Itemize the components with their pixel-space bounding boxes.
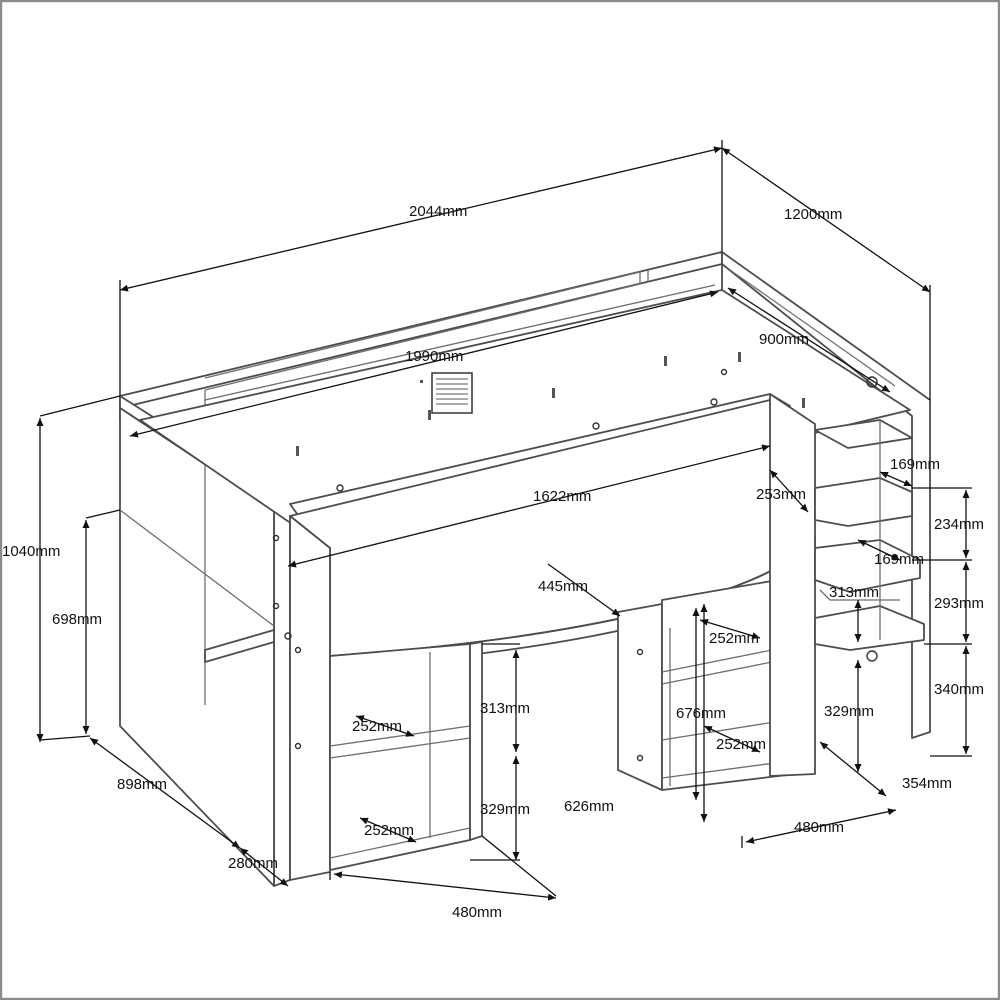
label-right-unit-inner-height: 676mm	[676, 705, 726, 722]
label-stair-shelf-lower: 329mm	[824, 703, 874, 720]
label-mattress-width: 900mm	[759, 331, 809, 348]
dim-line-left-shelf-lower-width	[359, 817, 417, 843]
dim-line-stair-step-depth-mid	[857, 539, 901, 561]
middle-desk-leg	[617, 603, 663, 791]
stair-step-4	[814, 605, 925, 651]
label-left-shelf-upper-width: 252mm	[352, 718, 402, 735]
stair-step-top	[814, 419, 913, 449]
label-stair-step-depth-mid: 169mm	[874, 551, 924, 568]
dim-line-width	[721, 147, 931, 293]
label-panel-depth: 280mm	[228, 855, 278, 872]
label-stair-height-top: 234mm	[934, 516, 984, 533]
stair-step-2	[814, 477, 913, 527]
label-left-shelf-upper-height: 313mm	[480, 700, 530, 717]
label-right-unit-width: 480mm	[794, 819, 844, 836]
dim-line-left-shelf-upper-width	[355, 715, 415, 737]
dim-line-left-unit-width	[333, 871, 557, 901]
dimension-lines	[36, 140, 972, 901]
dim-line-length	[119, 146, 723, 292]
label-stair-height-mid: 293mm	[934, 595, 984, 612]
dim-line-panel-depth	[239, 847, 289, 887]
dim-line-desk-width	[769, 469, 809, 513]
label-desk-width: 253mm	[756, 486, 806, 503]
left-desk-leg	[289, 515, 331, 881]
staircase-side	[769, 393, 816, 777]
label-stair-step-depth-top: 169mm	[890, 456, 940, 473]
label-stair-shelf-upper: 313mm	[829, 584, 879, 601]
dim-line-right-shelf-upper-width	[699, 618, 761, 640]
lower-left-rail	[204, 629, 275, 663]
label-stair-height-bottom: 340mm	[934, 681, 984, 698]
dim-line-mattress-length	[129, 290, 719, 438]
label-stair-depth: 354mm	[902, 775, 952, 792]
label-desk-length: 1622mm	[533, 488, 591, 505]
label-right-shelf-upper-width: 252mm	[709, 630, 759, 647]
dim-line-side-depth	[89, 737, 241, 849]
dim-line-stair-depth	[819, 741, 887, 797]
dim-line-mattress-width	[727, 287, 891, 393]
label-desk-height: 626mm	[564, 798, 614, 815]
dim-line-stair-step-depth-top	[879, 471, 913, 487]
label-width: 1200mm	[784, 206, 842, 223]
dimension-labels: 2044mm 1200mm 1990mm 900mm 1622mm 253mm …	[2, 203, 984, 921]
label-under-height: 698mm	[52, 611, 102, 628]
dim-line-right-unit-width	[745, 808, 897, 844]
label-side-depth: 898mm	[117, 776, 167, 793]
label-left-shelf-lower-height: 329mm	[480, 801, 530, 818]
label-length: 2044mm	[409, 203, 467, 220]
dim-line-desk-depth	[547, 563, 621, 617]
dim-line-desk-length	[287, 444, 771, 568]
label-left-unit-width: 480mm	[452, 904, 502, 921]
label-desk-depth: 445mm	[538, 578, 588, 595]
dim-line-right-shelf-lower-width	[703, 725, 761, 753]
label-mattress-length: 1990mm	[405, 348, 463, 365]
vent-grille	[431, 372, 473, 414]
label-right-shelf-lower-width: 252mm	[716, 736, 766, 753]
label-total-height: 1040mm	[2, 543, 60, 560]
label-left-shelf-lower-width: 252mm	[364, 822, 414, 839]
